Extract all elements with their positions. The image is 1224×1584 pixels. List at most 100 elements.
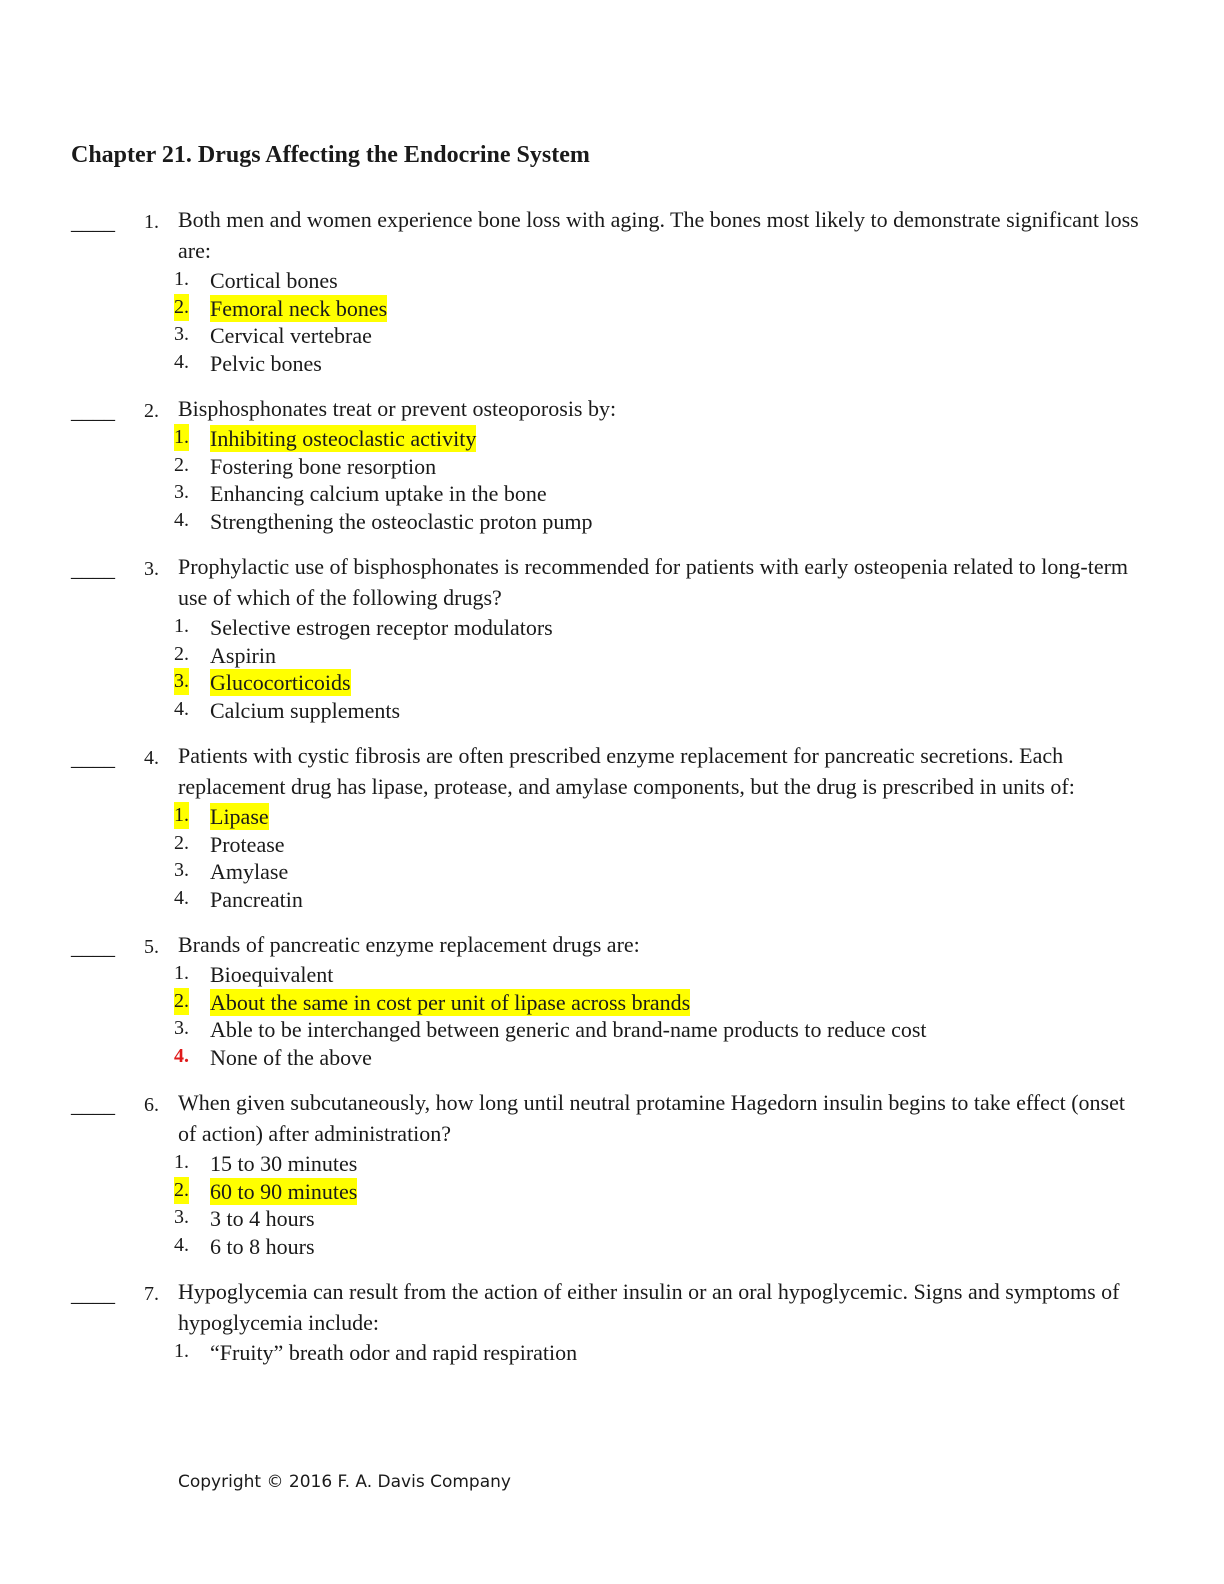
option-text: “Fruity” breath odor and rapid respirati… (210, 1340, 578, 1365)
option-number: 2. (174, 293, 189, 321)
option-text: Pancreatin (210, 886, 303, 912)
question-3: ____ 3. Prophylactic use of bisphosphonate… (0, 551, 1224, 723)
answer-option: 1. Bioequivalent (0, 960, 1224, 988)
answer-blank: ____ (71, 745, 115, 770)
answer-option: 4. Pelvic bones (0, 349, 1224, 377)
question-number: 6. (144, 1094, 159, 1116)
option-text: Cortical bones (210, 268, 338, 293)
answer-option: 4. Pancreatin (0, 885, 1224, 913)
question-stem: Prophylactic use of bisphosphonates is r… (178, 554, 1129, 610)
question-number: 2. (144, 400, 159, 422)
option-text: Cervical vertebrae (210, 323, 372, 348)
option-text: Enhancing calcium uptake in the bone (210, 481, 547, 506)
question-stem: Brands of pancreatic enzyme replacement … (178, 932, 640, 957)
option-text: 6 to 8 hours (210, 1233, 315, 1259)
answer-blank: ____ (71, 556, 115, 581)
answer-option: 1. “Fruity” breath odor and rapid respira… (0, 1338, 1224, 1366)
option-number: 3. (174, 323, 189, 345)
answer-blank: ____ (71, 398, 115, 423)
option-text: Bioequivalent (210, 962, 334, 987)
option-number: 1. (174, 424, 189, 451)
question-stem: When given subcutaneously, how long unti… (178, 1090, 1125, 1146)
answer-option: 3.Amylase (0, 857, 1224, 885)
option-text: Calcium supplements (210, 697, 401, 723)
question-1: ____ 1. Both men and women experience bone… (0, 204, 1224, 376)
option-number: 1. (174, 802, 189, 829)
option-number: 3. (174, 1206, 189, 1228)
answer-option: 3. Enhancing calcium uptake in the bone (0, 479, 1224, 507)
answer-option: 4. 6 to 8 hours (0, 1232, 1224, 1260)
question-number: 3. (144, 558, 159, 580)
option-text: 15 to 30 minutes (210, 1151, 358, 1176)
option-number: 2. (174, 1176, 189, 1204)
option-number: 4. (174, 1233, 189, 1256)
question-number: 4. (144, 747, 159, 769)
option-text-highlighted: Inhibiting osteoclastic activity (210, 425, 477, 452)
answer-option: 1.15 to 30 minutes (0, 1149, 1224, 1177)
answer-option: 1. Inhibiting osteoclastic activity (0, 424, 1224, 452)
option-number: 1. (174, 962, 189, 984)
option-number: 4. (174, 508, 189, 531)
option-number: 4. (174, 697, 189, 720)
option-text-highlighted: 60 to 90 minutes (210, 1177, 358, 1205)
option-text: Able to be interchanged between generic … (210, 1017, 927, 1042)
option-number: 1. (174, 1340, 189, 1362)
question-5: ____ 5. Brands of pancreatic enzyme replac… (0, 929, 1224, 1070)
answer-option: 2.Aspirin (0, 641, 1224, 669)
option-text: Amylase (210, 859, 289, 884)
question-number: 1. (144, 211, 159, 233)
option-text-highlighted: About the same in cost per unit of lipas… (210, 988, 691, 1016)
question-number: 5. (144, 936, 159, 958)
question-stem: Hypoglycemia can result from the action … (178, 1279, 1120, 1335)
chapter-title: Chapter 21. Drugs Affecting the Endocrin… (71, 142, 590, 168)
answer-option: 1.Lipase (0, 802, 1224, 830)
answer-option: 4.None of the above (0, 1043, 1224, 1071)
option-text: Protease (210, 831, 285, 857)
option-text: Pelvic bones (210, 350, 322, 376)
answer-blank: ____ (71, 209, 115, 234)
copyright-footer: Copyright © 2016 F. A. Davis Company (178, 1472, 511, 1492)
question-7: ____ 7. Hypoglycemia can result from the a… (0, 1276, 1224, 1366)
question-number: 7. (144, 1283, 159, 1305)
answer-option: 3. Glucocorticoids (0, 668, 1224, 696)
option-number: 3. (174, 668, 189, 695)
option-number: 3. (174, 481, 189, 503)
option-text: Fostering bone resorption (210, 453, 437, 479)
question-6: ____ 6. When given subcutaneously, how lon… (0, 1087, 1224, 1259)
option-text-highlighted: Glucocorticoids (210, 669, 351, 696)
option-number: 4. (174, 350, 189, 373)
answer-option: 4. Strengthening the osteoclastic proton … (0, 507, 1224, 535)
answer-blank: ____ (71, 1281, 115, 1306)
question-list: ____ 1. Both men and women experience bone… (0, 204, 1224, 1383)
answer-option: 1. Cortical bones (0, 266, 1224, 294)
option-text: Aspirin (210, 642, 276, 668)
answer-options: 1.Selective estrogen receptor modulators… (0, 613, 1224, 723)
option-number: 1. (174, 615, 189, 637)
question-stem: Bisphosphonates treat or prevent osteopo… (178, 396, 617, 421)
option-number: 4. (174, 1044, 189, 1067)
answer-option: 2. Protease (0, 830, 1224, 858)
option-number: 1. (174, 268, 189, 290)
question-4: ____ 4. Patients with cystic fibrosis are … (0, 740, 1224, 912)
answer-option: 2. About the same in cost per unit of lip… (0, 987, 1224, 1016)
answer-blank: ____ (71, 934, 115, 959)
answer-option: 2. 60 to 90 minutes (0, 1176, 1224, 1205)
option-number: 2. (174, 831, 189, 854)
answer-blank: ____ (71, 1092, 115, 1117)
answer-option: 4. Calcium supplements (0, 696, 1224, 724)
answer-option: 3.Able to be interchanged between generi… (0, 1015, 1224, 1043)
answer-option: 3. 3 to 4 hours (0, 1204, 1224, 1232)
question-stem: Both men and women experience bone loss … (178, 207, 1139, 263)
answer-option: 2.Femoral neck bones (0, 293, 1224, 322)
question-stem: Patients with cystic fibrosis are often … (178, 743, 1075, 799)
option-number: 4. (174, 886, 189, 909)
answer-option: 3. Cervical vertebrae (0, 321, 1224, 349)
option-text: 3 to 4 hours (210, 1206, 315, 1231)
option-text: Strengthening the osteoclastic proton pu… (210, 508, 593, 534)
option-number: 2. (174, 987, 189, 1015)
